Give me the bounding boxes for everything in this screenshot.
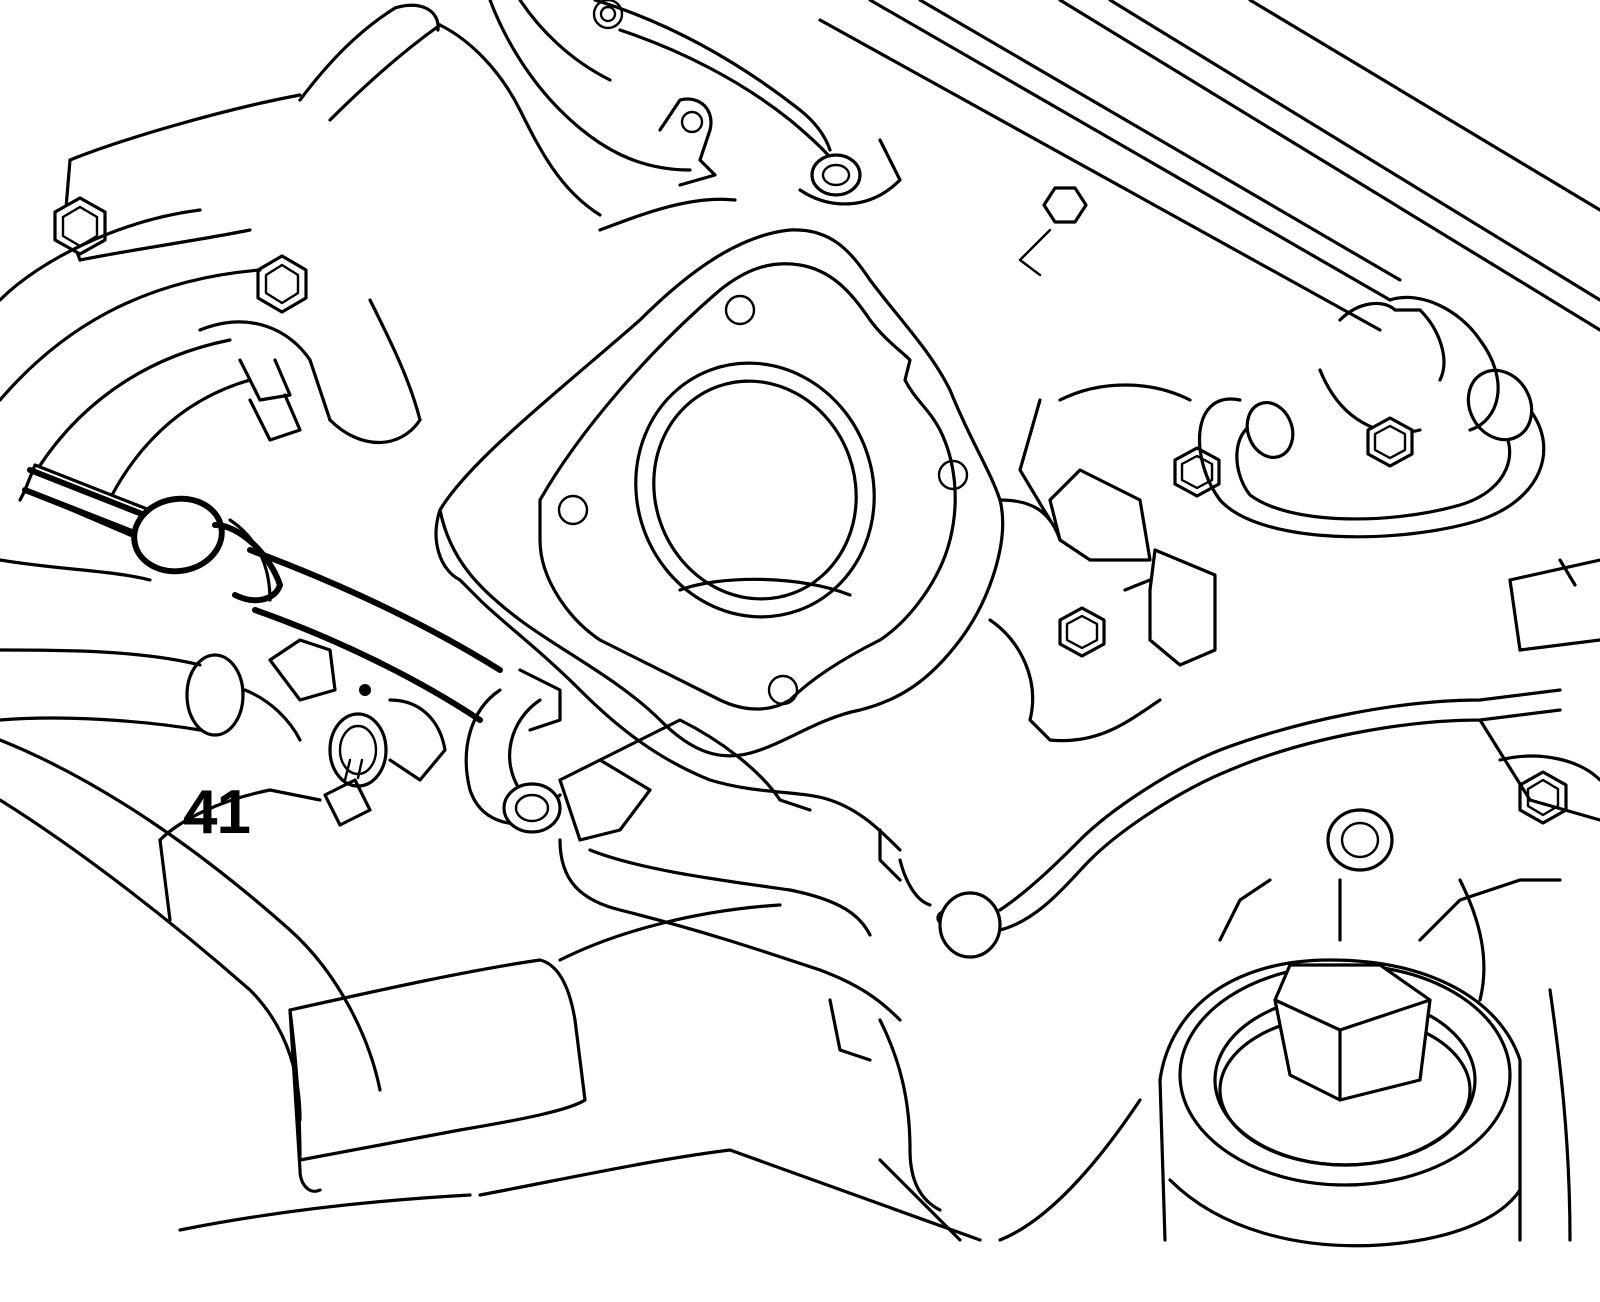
lower-right-bracket [1326, 718, 1600, 1002]
callout-label-41: 41 [183, 778, 251, 847]
lower-panel [178, 903, 782, 1232]
upper-coolant-hose [298, 0, 692, 217]
upper-bracket [598, 97, 737, 232]
wiring-connector [1508, 558, 1600, 652]
oil-dipstick-tube [22, 463, 503, 723]
vacuum-pipe [592, 0, 902, 206]
throttle-body-flange [438, 228, 1005, 758]
bottom-edges [478, 1098, 1142, 1242]
oil-filter [1158, 878, 1572, 1248]
hose-nipple [878, 688, 1562, 959]
vacuum-line [558, 718, 942, 1212]
lower-hose [464, 668, 562, 834]
timing-cover [0, 208, 422, 522]
hex-bolt-top [1018, 186, 1088, 277]
fuel-pressure-regulator [1318, 295, 1500, 468]
lower-left-fittings [0, 638, 447, 827]
map-sensor [1048, 446, 1221, 667]
fuel-rail [818, 0, 1600, 332]
left-mount-bracket [53, 93, 308, 314]
